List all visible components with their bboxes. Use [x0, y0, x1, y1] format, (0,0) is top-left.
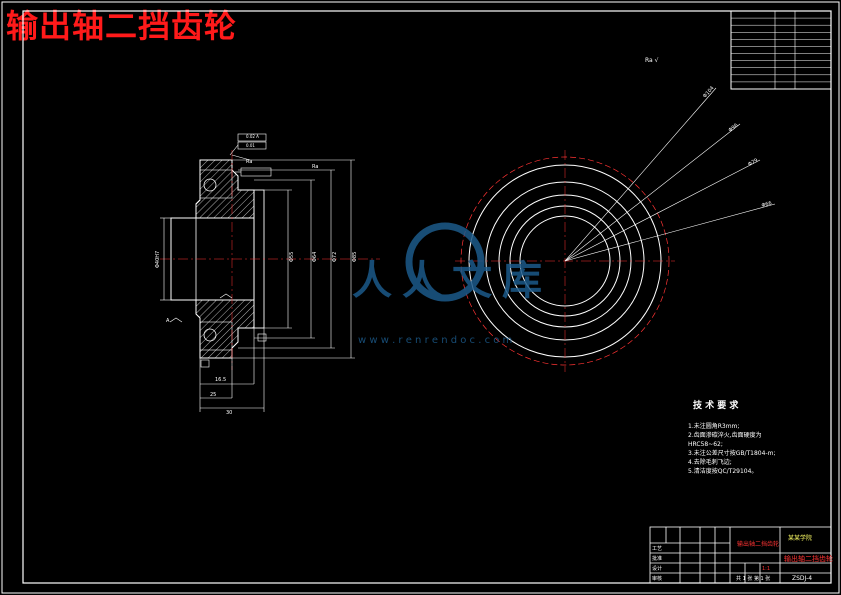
- gear-parameter-table: [730, 10, 832, 90]
- svg-text:Φ104: Φ104: [702, 85, 715, 99]
- svg-text:16.5: 16.5: [215, 377, 226, 383]
- svg-text:A: A: [166, 318, 170, 324]
- sig-review: 审核: [652, 575, 662, 582]
- tech-req-item: 1.未注圆角R3mm;: [688, 422, 739, 430]
- tech-req-item: HRC58~62;: [688, 441, 723, 448]
- svg-text:Ra: Ra: [246, 159, 252, 165]
- section-dimensions: [160, 133, 355, 409]
- svg-text:Φ40H7: Φ40H7: [155, 251, 161, 268]
- title-block-part-name: 输出轴二挡齿轮: [784, 554, 833, 563]
- title-block-sheet-info: 共 1 张 第 1 张: [736, 575, 770, 582]
- sig-design: 设计: [652, 565, 662, 572]
- tech-req-item: 3.未注公差尺寸按GB/T1804-m;: [688, 449, 775, 457]
- title-block-part-name-small: 输出轴二挡齿轮: [737, 540, 779, 548]
- svg-text:25: 25: [210, 392, 216, 398]
- svg-text:Φ79: Φ79: [747, 158, 759, 168]
- sig-approve: 批准: [652, 555, 662, 562]
- svg-text:Φ72: Φ72: [332, 252, 338, 262]
- svg-text:Φ66: Φ66: [761, 200, 773, 208]
- svg-text:Ra: Ra: [312, 164, 318, 170]
- watermark-brand: 人人文库: [352, 258, 552, 304]
- technical-requirements: 技 术 要 求 1.未注圆角R3mm;2.齿面渗碳淬火,齿面硬度为 HRC58~6…: [688, 399, 775, 475]
- svg-text:0.01: 0.01: [246, 143, 255, 148]
- title-block-drawing-number: ZSDJ-4: [792, 575, 812, 582]
- svg-text:30: 30: [226, 410, 232, 416]
- svg-text:0.02 A: 0.02 A: [246, 134, 259, 139]
- section-dimension-labels: Φ55 Φ64 Φ72 Φ85 Φ40H7 16.5 25 30 0.02 A …: [155, 134, 358, 416]
- title-block-school: 某某学院: [788, 534, 812, 542]
- front-view-labels: Φ104 Φ96 Φ79 Φ66: [702, 85, 772, 209]
- sig-process: 工艺: [652, 546, 662, 552]
- inner-border: [22, 10, 832, 584]
- svg-text:Φ55: Φ55: [289, 252, 295, 262]
- title-block: [649, 526, 832, 584]
- svg-text:Φ64: Φ64: [312, 252, 318, 262]
- front-view-leaders: [564, 87, 776, 262]
- title-block-text: 输出轴二挡齿轮 某某学院 ZSDJ-4 1:1 共 1 张 第 1 张 输出轴二…: [652, 534, 833, 582]
- watermark: 人人文库 w w w . r e n r e n d o c . c o m: [352, 222, 552, 346]
- roughness-note: Ra √: [645, 57, 659, 64]
- tech-req-item: 2.齿面渗碳淬火,齿面硬度为: [688, 431, 762, 439]
- watermark-url: w w w . r e n r e n d o c . c o m: [358, 335, 512, 346]
- gear-front-view: [455, 150, 675, 372]
- tech-req-heading: 技 术 要 求: [693, 399, 739, 411]
- tech-req-item: 4.去除毛刺飞边;: [688, 458, 732, 466]
- gear-section-view: [160, 150, 380, 412]
- title-block-scale: 1:1: [762, 566, 770, 572]
- svg-text:Φ85: Φ85: [352, 252, 358, 262]
- tech-req-item: 5.清洁度按QC/T29104。: [688, 467, 757, 475]
- drawing-title: 输出轴二挡齿轮: [6, 7, 238, 45]
- svg-text:Φ96: Φ96: [728, 122, 740, 133]
